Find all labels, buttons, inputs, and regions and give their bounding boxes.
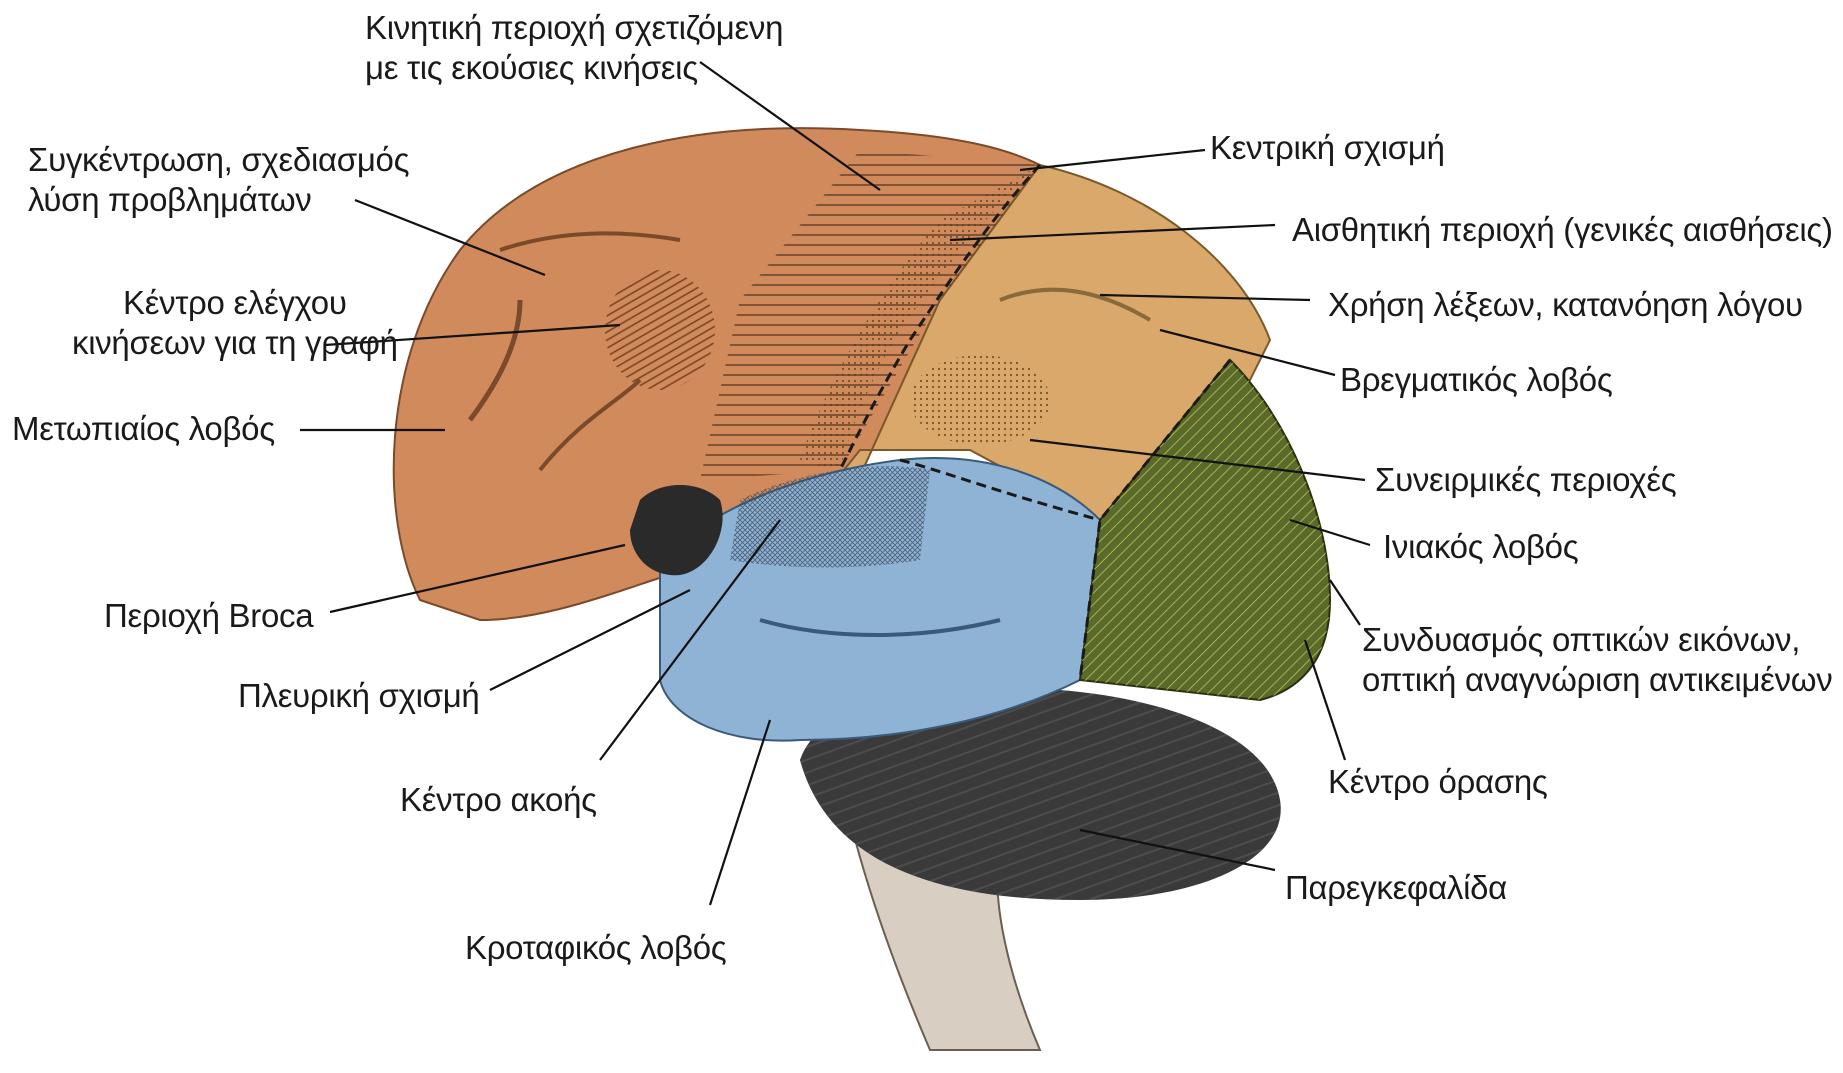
label-temporal-lobe: Κροταφικός λοβός: [465, 928, 726, 968]
label-cerebellum: Παρεγκεφαλίδα: [1285, 868, 1507, 908]
writing-center-patch: [605, 270, 715, 390]
label-central-sulcus: Κεντρική σχισμή: [1210, 128, 1445, 168]
label-vision-center: Κέντρο όρασης: [1328, 762, 1547, 802]
label-lateral-fissure: Πλευρική σχισμή: [238, 676, 479, 716]
label-sensory-area: Αισθητική περιοχή (γενικές αισθήσεις): [1292, 210, 1833, 250]
association-patch: [910, 355, 1050, 445]
label-frontal-lobe: Μετωπιαίος λοβός: [12, 409, 275, 449]
label-broca: Περιοχή Broca: [104, 596, 313, 636]
label-parietal-lobe: Βρεγματικός λοβός: [1340, 360, 1612, 400]
label-writing-center: Κέντρο ελέγχου κινήσεων για τη γραφή: [72, 283, 398, 363]
label-word-use: Χρήση λέξεων, κατανόηση λόγου: [1328, 285, 1803, 325]
label-association-areas: Συνειρμικές περιοχές: [1375, 460, 1676, 500]
label-motor-voluntary: Κινητική περιοχή σχετιζόμενη με τις εκού…: [365, 8, 783, 88]
label-concentration: Συγκέντρωση, σχεδιασμός λύση προβλημάτων: [28, 140, 409, 220]
label-visual-combination: Συνδυασμός οπτικών εικόνων, οπτική αναγν…: [1362, 620, 1832, 700]
label-hearing-center: Κέντρο ακοής: [400, 780, 597, 820]
label-occipital-lobe: Ινιακός λοβός: [1383, 527, 1578, 567]
